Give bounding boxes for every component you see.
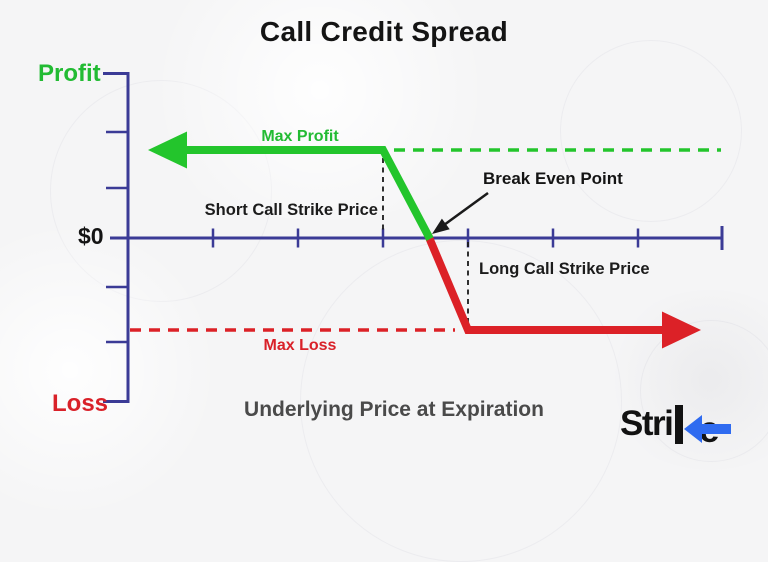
break-even-label: Break Even Point: [483, 169, 623, 188]
logo-left-arrow-icon: [684, 415, 732, 443]
left-arrow-icon: [148, 131, 187, 169]
break-even-arrowhead-icon: [432, 218, 450, 234]
page-title: Call Credit Spread: [259, 16, 509, 47]
payoff-line-profit-segment: [179, 146, 434, 241]
right-arrow-icon: [662, 311, 701, 349]
x-axis-caption: Underlying Price at Expiration: [244, 398, 544, 421]
logo-k-stem: [675, 405, 684, 444]
strike-logo: Stri e: [620, 404, 735, 446]
payoff-diagram: [103, 72, 724, 403]
strike-logo-text: Stri: [620, 404, 674, 443]
max-profit-label: Max Profit: [261, 128, 339, 145]
strike-logo-ke: e: [675, 405, 732, 446]
max-loss-label: Max Loss: [263, 337, 337, 354]
zero-dollar-label: $0: [78, 223, 104, 249]
break-even-arrow-line: [443, 191, 489, 227]
axes: [103, 72, 724, 403]
y-axis-profit-label: Profit: [38, 60, 101, 87]
short-strike-label: Short Call Strike Price: [204, 201, 378, 219]
payoff-line-loss-segment: [424, 233, 666, 334]
long-strike-label: Long Call Strike Price: [479, 260, 650, 278]
y-axis-loss-label: Loss: [52, 390, 109, 417]
